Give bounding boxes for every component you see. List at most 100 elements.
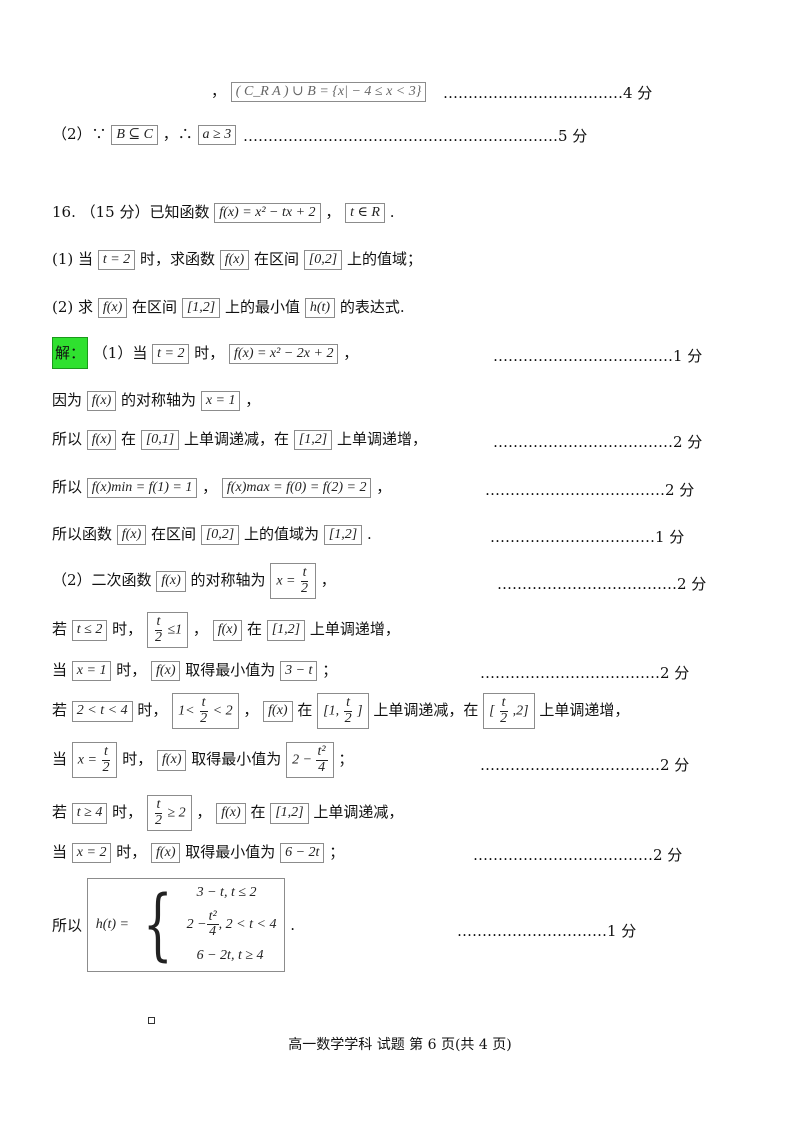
formula: [1,2]	[323, 524, 363, 546]
text: 上单调递增，	[336, 430, 427, 448]
score-s12: ………………………………2 分	[473, 846, 683, 864]
score-s8: ………………………………2 分	[480, 664, 690, 682]
formula-t-real: t ∈ R	[345, 202, 385, 224]
text: 时，	[194, 344, 225, 362]
score-s4: ………………………………2 分	[485, 481, 695, 499]
text: ，	[343, 344, 359, 362]
text: 在	[121, 430, 137, 448]
lhs: x =	[77, 752, 97, 768]
text: ，	[196, 803, 212, 822]
text: ，	[243, 701, 259, 720]
formula-union: ( C_R A ) ∪ B = {x| − 4 ≤ x < 3}	[230, 81, 427, 103]
text: 所以	[52, 916, 83, 935]
formula: f(x)min = f(1) = 1	[86, 477, 198, 499]
text: 上单调递增，	[309, 620, 400, 639]
solution-label: 解：	[52, 337, 89, 369]
text: 上的值域为	[244, 525, 320, 543]
text: .	[366, 525, 372, 543]
formula: f(x)	[86, 429, 117, 451]
formula: x = 1	[71, 660, 112, 682]
formula: 6 − 2t	[280, 842, 325, 864]
therefore: ，∴	[162, 125, 193, 143]
formula: t = 2	[97, 249, 136, 271]
text: （1）当	[92, 344, 148, 362]
case-1: 3 − t, t ≤ 2	[196, 885, 257, 900]
text: (1) 当	[52, 250, 94, 268]
numerator: t	[154, 614, 163, 631]
text: 在	[246, 620, 262, 639]
question-16-intro: 16. （15 分）已知函数	[52, 203, 210, 221]
lhs: x =	[276, 573, 296, 589]
small-square-mark	[148, 1017, 155, 1024]
comma: ，	[211, 82, 227, 100]
denominator: 4	[209, 924, 217, 940]
text: 取得最小值为	[185, 843, 276, 861]
formula: f(x) = x² − 2x + 2	[229, 343, 339, 365]
score-s10: ………………………………2 分	[480, 756, 690, 774]
denominator: 2	[301, 580, 309, 596]
text: ；	[329, 843, 345, 861]
denominator: 2	[154, 629, 162, 645]
lhs: [1,	[323, 703, 340, 719]
numerator: t²	[315, 744, 328, 761]
text: 若	[52, 620, 68, 639]
formula: f(x)	[151, 842, 181, 864]
formula: h(t)	[304, 297, 336, 319]
text: ；	[338, 750, 354, 769]
formula: f(x)max = f(0) = f(2) = 2	[221, 477, 372, 499]
denominator: 2	[102, 759, 110, 775]
text: 当	[52, 750, 68, 769]
text: 取得最小值为	[191, 750, 282, 769]
text: 的表达式.	[339, 298, 405, 316]
numerator: t	[154, 797, 163, 814]
solution-line-1: 解： （1）当 t = 2 时， f(x) = x² − 2x + 2 ，	[52, 337, 359, 369]
formula: f(x)	[116, 524, 147, 546]
denominator: 2	[154, 812, 162, 828]
score-s5: ……………………………1 分	[490, 528, 685, 546]
text: (2) 求	[52, 298, 94, 316]
formula: 2 < t < 4	[71, 700, 133, 722]
numerator: t²	[206, 908, 219, 926]
rhs: , 2 < t < 4	[218, 916, 277, 932]
formula: x = 2	[71, 842, 112, 864]
solution-line-2: 因为 f(x) 的对称轴为 x = 1 ，	[52, 389, 260, 412]
text: 上单调递减，	[313, 803, 404, 822]
text: 上的最小值	[225, 298, 301, 316]
text: ，	[202, 478, 218, 496]
formula: t ≤ 2	[71, 619, 108, 641]
rhs: ≤1	[167, 622, 183, 638]
score-s6: ………………………………2 分	[497, 575, 707, 593]
score-line-2: ………………………………………………………5 分	[243, 127, 588, 145]
denominator: 2	[344, 710, 352, 726]
text: 时，	[137, 701, 168, 720]
part-label: （2）∵	[52, 125, 107, 143]
brace: {	[142, 879, 173, 970]
score-s3: ………………………………2 分	[493, 433, 703, 451]
lhs: 1<	[178, 703, 195, 719]
text: 上单调递减，在	[373, 701, 479, 720]
text: 在区间	[151, 525, 197, 543]
score-s13: …………………………1 分	[457, 922, 637, 940]
lhs: 2 −	[186, 916, 207, 932]
score-s1: ………………………………1 分	[493, 347, 703, 365]
text: 在区间	[253, 250, 299, 268]
solution-line-5: 所以函数 f(x) 在区间 [0,2] 上的值域为 [1,2] .	[52, 523, 372, 546]
text: 时，	[112, 803, 143, 822]
formula: f(x)	[151, 660, 181, 682]
numerator: t	[300, 565, 309, 582]
